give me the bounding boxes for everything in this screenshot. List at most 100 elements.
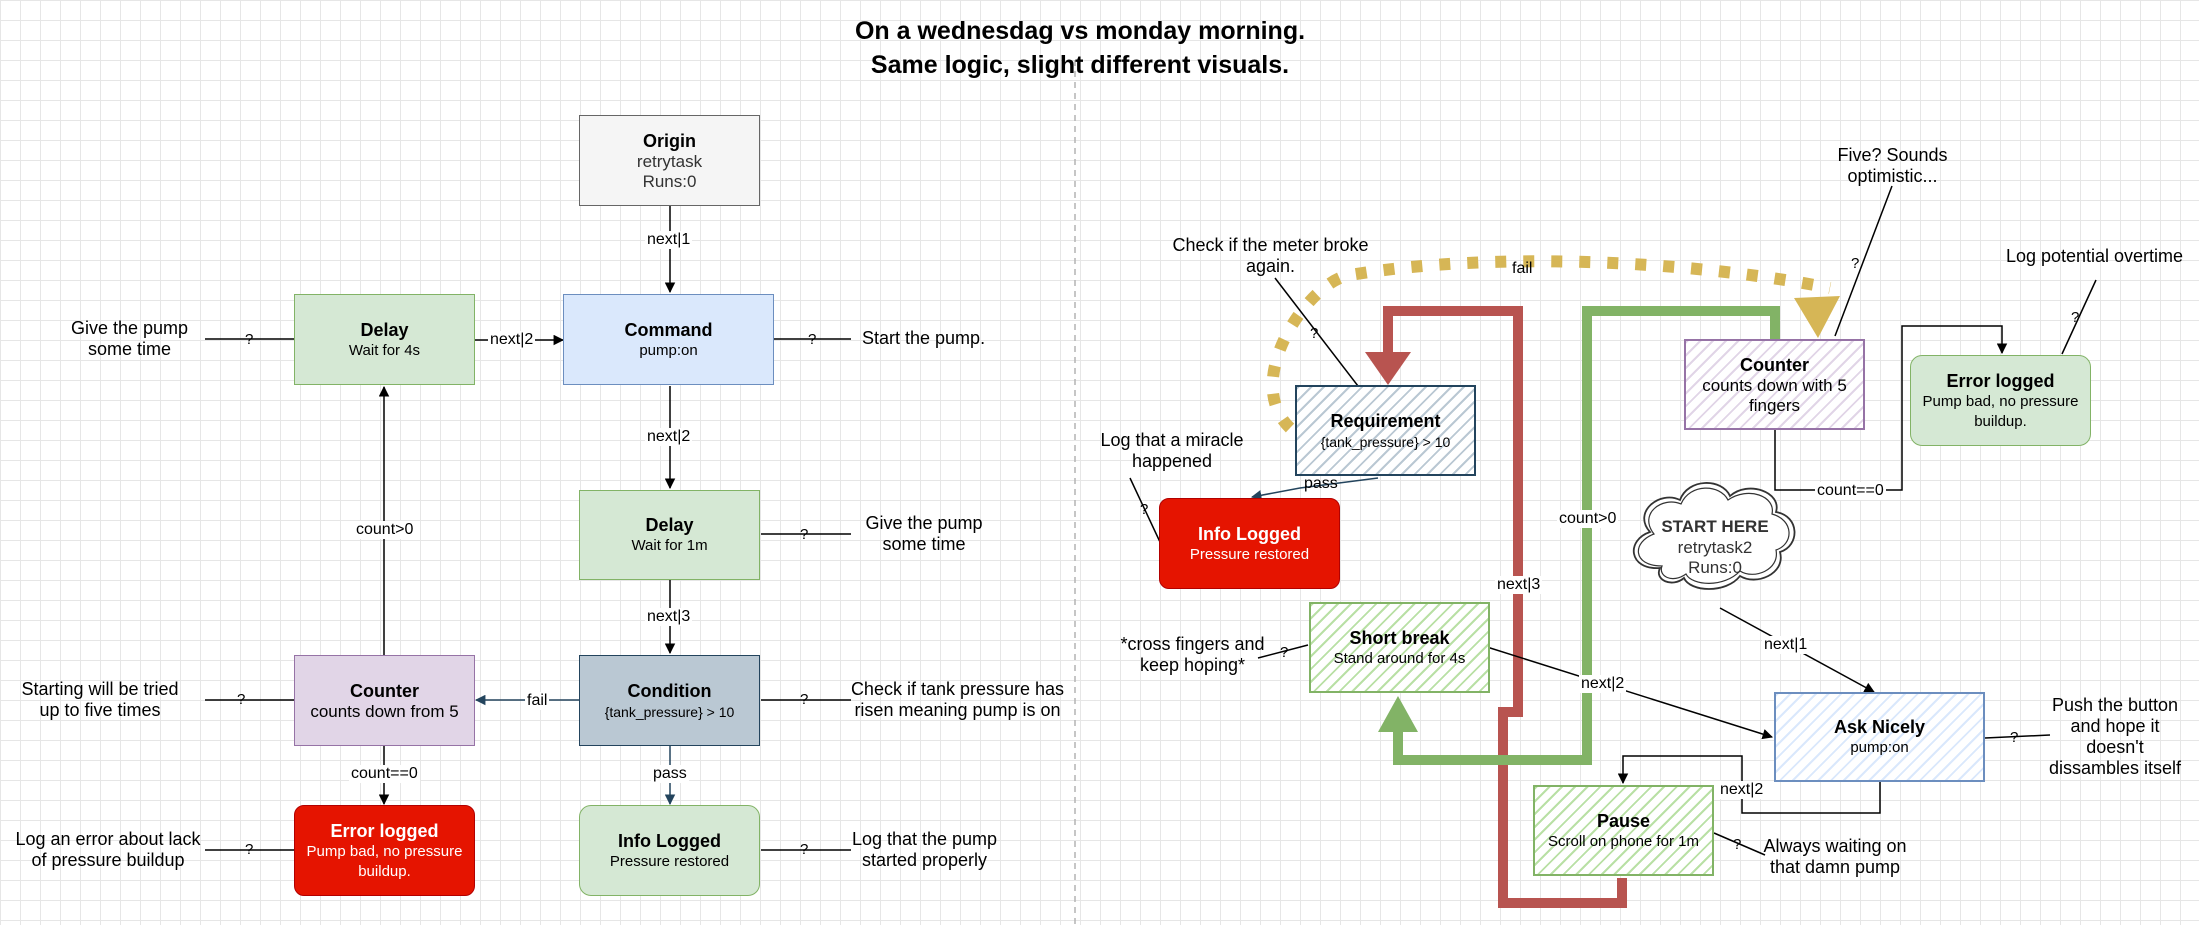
note-marker: ? [1851,255,1860,272]
edge-pass [1250,477,1379,501]
start-cloud [1633,482,1796,590]
note-marker: ? [245,841,254,858]
edge-label-count-gt0-r: count>0 [1557,510,1619,528]
node-delay-mid-title: Delay [645,515,694,535]
edge-label-fail-r: fail [1512,260,1533,277]
note-marker: ? [800,691,809,708]
note-marker: ? [1310,325,1319,342]
node-info-r-title: Info Logged [1198,523,1301,544]
node-ask-sub: pump:on [1850,739,1909,756]
edge-next2-break [1486,646,1774,740]
edge-count-eq0 [1774,325,2008,491]
note-error: Log an error about lack of pressure buil… [15,829,201,870]
note-info-r: Log that a miracle happened [1100,430,1244,471]
node-origin[interactable]: Origin retrytask Runs:0 [579,115,760,206]
node-counter-title: Counter [350,680,419,701]
note-marker: ? [800,526,809,543]
note-marker: ? [237,691,246,708]
node-error-sub: Pump bad, no pressure buildup. [306,842,463,880]
edge-label-next3: next|3 [645,608,693,626]
node-condition[interactable]: Condition {tank_pressure} > 10 [579,655,760,746]
note-counter: Starting will be tried up to five times [21,679,179,720]
note-marker: ? [1280,644,1289,661]
node-command[interactable]: Command pump:on [563,294,774,385]
node-delay-mid-sub: Wait for 1m [631,537,708,554]
node-info[interactable]: Info Logged Pressure restored [579,805,760,896]
note-error-r: Log potential overtime [2005,246,2184,266]
node-start-line2: Runs:0 [1688,558,1742,577]
note-marker: ? [2071,309,2080,326]
note-marker: ? [1733,836,1742,853]
page-title: On a wednesdag vs monday morning. Same l… [700,14,1460,82]
note-counter-r: Five? Sounds optimistic... [1837,145,1948,186]
edge-label-next2-break: next|2 [1579,675,1627,693]
node-short-break-sub: Stand around for 4s [1333,649,1466,667]
edge-next3-red [1383,306,1627,908]
node-pause[interactable]: Pause Scroll on phone for 1m [1533,785,1714,876]
node-short-break-title: Short break [1349,627,1450,648]
note-delay-top: Give the pump some time [70,318,189,359]
note-pause-r: Always waiting on that damn pump [1763,836,1907,877]
node-delay-top-sub: Wait for 4s [348,341,421,359]
node-counter-r-sub: counts down with 5 fingers [1702,375,1847,415]
node-requirement-sub: {tank_pressure} > 10 [1320,433,1451,450]
note-command: Start the pump. [862,328,986,348]
node-counter-sub: counts down from 5 [310,701,459,721]
node-info-r-sub: Pressure restored [1189,545,1310,563]
node-pause-sub: Scroll on phone for 1m [1548,832,1699,850]
note-marker: ? [800,841,809,858]
node-pause-title: Pause [1596,810,1651,831]
edge-label-fail: fail [525,692,550,710]
edge-label-next1-r: next|1 [1762,636,1810,654]
node-counter-r[interactable]: Counter counts down with 5 fingers [1684,339,1865,430]
node-info-sub: Pressure restored [609,852,730,870]
edge-label-next1: next|1 [645,231,693,249]
note-marker: ? [2010,729,2019,746]
node-start-line1: retrytask2 [1677,538,1753,557]
note-ask-r: Push the button and hope it doesn't diss… [2048,695,2182,778]
edge-label-pass-r: pass [1304,475,1338,492]
node-origin-line1: retrytask [636,151,703,171]
node-requirement[interactable]: Requirement {tank_pressure} > 10 [1295,385,1476,476]
node-ask[interactable]: Ask Nicely pump:on [1774,692,1985,782]
node-origin-line2: Runs:0 [642,171,697,191]
edge-label-next2-h: next|2 [488,331,536,349]
title-line-1: On a wednesdag vs monday morning. [854,17,1306,45]
node-error-r[interactable]: Error logged Pump bad, no pressure build… [1910,355,2091,446]
edge-label-next2-pause: next|2 [1718,781,1766,799]
edge-label-next2-v: next|2 [645,428,693,446]
node-delay-mid[interactable]: Delay Wait for 1m [579,490,760,580]
note-delay-mid: Give the pump some time [865,513,983,554]
edge-fail-gold-head [1794,296,1840,338]
node-error[interactable]: Error logged Pump bad, no pressure build… [294,805,475,896]
node-condition-sub: {tank_pressure} > 10 [604,703,735,720]
node-info-r[interactable]: Info Logged Pressure restored [1159,498,1340,589]
edge-label-count-gt0: count>0 [354,521,416,539]
node-requirement-title: Requirement [1330,410,1441,431]
edge-count-green [1393,306,1780,765]
node-counter[interactable]: Counter counts down from 5 [294,655,475,746]
note-info: Log that the pump started properly [851,829,998,870]
node-delay-top-title: Delay [360,319,409,340]
edge-label-count-eq0: count==0 [349,765,420,783]
node-ask-title: Ask Nicely [1833,717,1926,737]
node-info-title: Info Logged [618,830,721,851]
node-command-title: Command [624,319,713,340]
right-edges [1129,185,2097,856]
node-origin-title: Origin [643,130,696,151]
edge-label-count-eq0-r: count==0 [1815,482,1886,500]
node-error-r-title: Error logged [1946,370,2055,391]
node-short-break[interactable]: Short break Stand around for 4s [1309,602,1490,693]
node-condition-title: Condition [627,680,712,701]
edge-label-pass: pass [651,765,689,783]
node-counter-r-title: Counter [1740,354,1809,375]
node-start[interactable]: START HERE retrytask2 Runs:0 [1630,512,1800,582]
node-error-title: Error logged [330,820,439,841]
node-error-r-sub: Pump bad, no pressure buildup. [1922,392,2079,430]
node-delay-top[interactable]: Delay Wait for 4s [294,294,475,385]
edge-label-next3-r: next|3 [1495,576,1543,594]
node-command-sub: pump:on [639,341,698,359]
title-line-2: Same logic, slight different visuals. [870,51,1290,79]
note-marker: ? [808,331,817,348]
